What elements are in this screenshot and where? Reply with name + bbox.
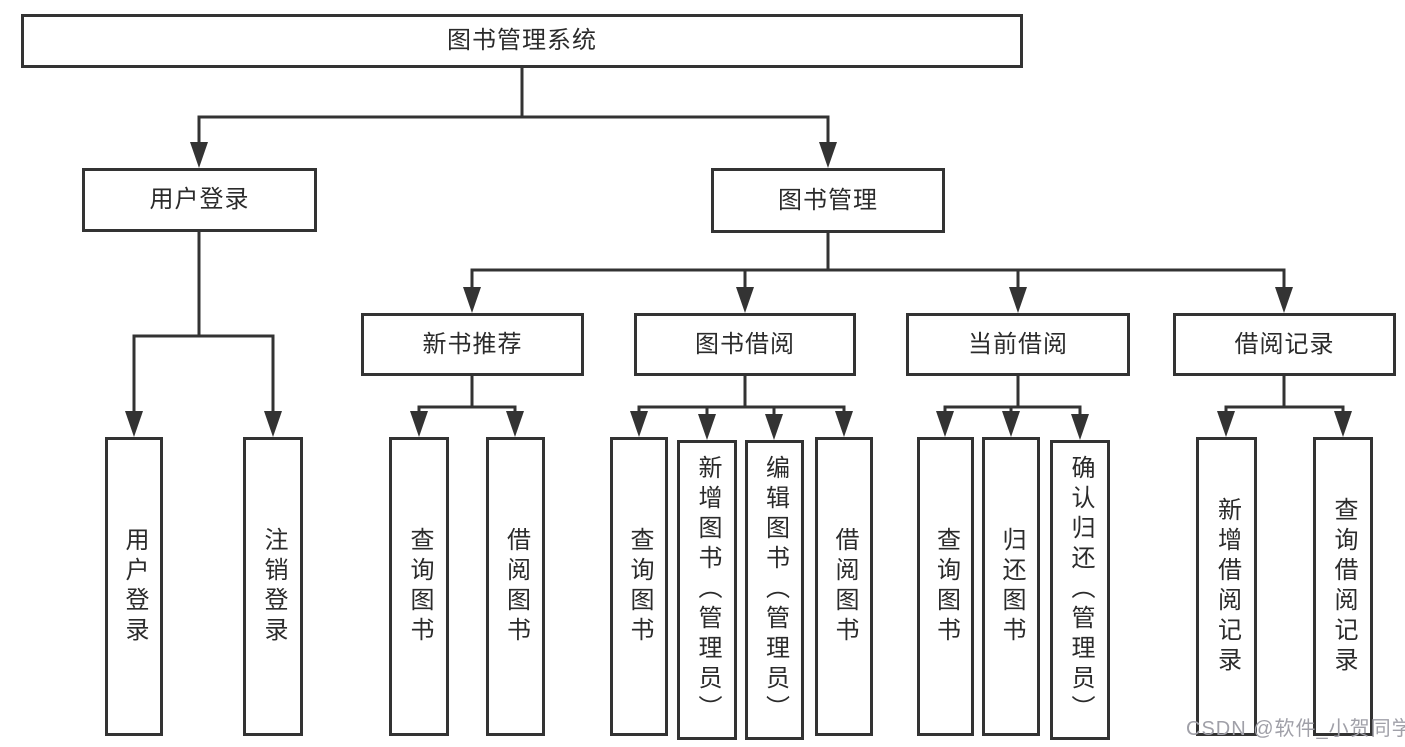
watermark: CSDN @软件_小贺同学 [1186,718,1405,740]
node-new-book-recommendation: 新书推荐 [361,313,584,376]
node-library-management-system: 图书管理系统 [21,14,1023,68]
leaf-records-add-borrow-record: 新增借阅记录 [1196,437,1257,736]
node-book-management: 图书管理 [711,168,945,233]
leaf-current-confirm-return-admin: 确认归还（管理员） [1050,440,1110,740]
leaf-borrow-borrow-books: 借阅图书 [815,437,873,736]
leaf-current-query-books: 查询图书 [917,437,974,736]
node-book-borrowing: 图书借阅 [634,313,856,376]
leaf-logout: 注销登录 [243,437,303,736]
leaf-records-query-borrow-record: 查询借阅记录 [1313,437,1373,736]
node-user-login: 用户登录 [82,168,317,232]
leaf-borrow-query-books: 查询图书 [610,437,668,736]
leaf-borrow-add-books-admin: 新增图书（管理员） [677,440,737,740]
leaf-current-return-books: 归还图书 [982,437,1040,736]
leaf-user-login: 用户登录 [105,437,163,736]
leaf-recommend-query-books: 查询图书 [389,437,449,736]
leaf-recommend-borrow-books: 借阅图书 [486,437,545,736]
node-borrowing-records: 借阅记录 [1173,313,1396,376]
node-current-borrowing: 当前借阅 [906,313,1130,376]
leaf-borrow-edit-books-admin: 编辑图书（管理员） [745,440,804,740]
